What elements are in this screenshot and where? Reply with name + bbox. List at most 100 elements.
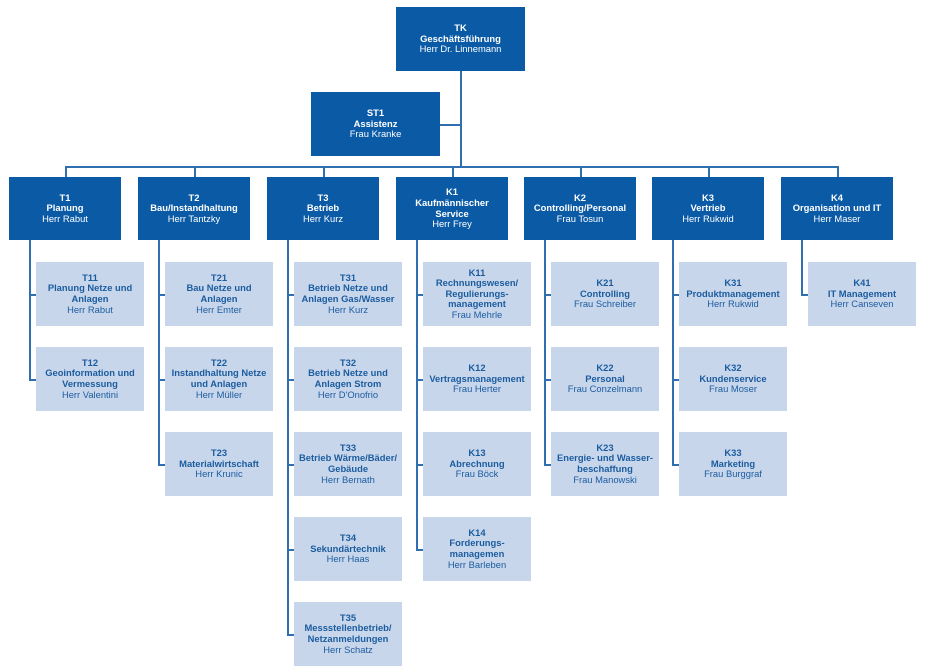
- box-title: Betrieb Wärme/Bäder/ Gebäude: [299, 452, 397, 474]
- box-code: T35: [339, 611, 357, 623]
- box-title: Controlling: [580, 287, 630, 299]
- box-title: Betrieb Netze und Anlagen Gas/Wasser: [301, 282, 395, 304]
- box-person: Herr Frey: [432, 218, 472, 230]
- box-code: T33: [339, 441, 357, 453]
- box-code: K14: [468, 526, 486, 538]
- box-person: Frau Schreiber: [573, 298, 636, 310]
- connector-unit-branch: [287, 464, 294, 466]
- connector-unit-branch: [416, 379, 423, 381]
- connector-unit-branch: [287, 549, 294, 551]
- box-code: K41: [853, 277, 871, 289]
- connector-dept-drop: [580, 166, 582, 177]
- box-code: T21: [210, 271, 228, 283]
- connector-unit-branch: [416, 464, 423, 466]
- box-person: Frau Mehrle: [451, 308, 503, 320]
- connector-unit-spine: [544, 240, 546, 465]
- box-title: Rechnungswesen/ Regulierungs- management: [435, 277, 519, 310]
- box-code: T22: [210, 356, 228, 368]
- box-code: K11: [468, 266, 486, 278]
- box-code: K22: [596, 362, 614, 374]
- connector-unit-spine: [672, 240, 674, 465]
- box-person: Frau Tosun: [556, 212, 604, 224]
- box-title: Forderungs- managemen: [449, 537, 505, 559]
- box-person: Herr Canseven: [830, 298, 894, 310]
- connector-dept-drop: [323, 166, 325, 177]
- box-title: Organisation und IT: [792, 202, 882, 214]
- box-person: Herr Emter: [196, 303, 242, 315]
- box-title: Sekundärtechnik: [310, 542, 386, 554]
- box-title: Energie- und Wasser- beschaffung: [556, 452, 654, 474]
- box-title: Produktmanagement: [686, 287, 780, 299]
- connector-trunk: [460, 71, 462, 167]
- connector-unit-spine: [29, 240, 31, 380]
- box-person: Frau Burggraf: [704, 468, 762, 480]
- connector-dept-drop: [452, 166, 454, 177]
- connector-unit-branch: [287, 294, 294, 296]
- connector-unit-branch: [158, 294, 165, 296]
- box-title: Planung Netze und Anlagen: [47, 282, 133, 304]
- box-code: K4: [831, 191, 843, 203]
- box-code: ST1: [366, 107, 385, 119]
- box-title: Planung: [46, 202, 84, 214]
- box-code: K13: [468, 447, 486, 459]
- box-code: K12: [468, 362, 486, 374]
- box-person: Herr Kurz: [327, 303, 369, 315]
- connector-dept-drop: [708, 166, 710, 177]
- connector-unit-branch: [416, 549, 423, 551]
- box-title: Bau Netze und Anlagen: [186, 282, 252, 304]
- box-title: Geoinformation und Vermessung: [45, 367, 135, 389]
- box-person: Herr Valentini: [61, 388, 119, 400]
- connector-unit-branch: [672, 294, 679, 296]
- box-title: IT Management: [827, 287, 897, 299]
- box-title: Abrechnung: [449, 457, 505, 469]
- box-title: Personal: [585, 372, 625, 384]
- connector-unit-branch: [158, 464, 165, 466]
- box-person: Herr Dr. Linnemann: [419, 43, 502, 55]
- connector-unit-branch: [287, 634, 294, 636]
- box-title: Instandhaltung Netze und Anlagen: [171, 367, 267, 389]
- connector-unit-branch: [416, 294, 423, 296]
- box-code: K21: [596, 277, 614, 289]
- box-code: K32: [724, 362, 742, 374]
- box-title: Marketing: [710, 457, 756, 469]
- box-code: K2: [574, 191, 586, 203]
- box-person: Herr Barleben: [447, 558, 507, 570]
- connector-dept-drop: [837, 166, 839, 177]
- box-title: Betrieb: [306, 202, 340, 214]
- box-person: Herr Rukwid: [682, 212, 734, 224]
- box-code: K1: [446, 186, 458, 198]
- box-title: Geschäftsführung: [420, 32, 501, 44]
- box-person: Herr Haas: [326, 553, 370, 565]
- connector-unit-branch: [801, 294, 808, 296]
- connector-unit-spine: [287, 240, 289, 635]
- box-code: K33: [724, 447, 742, 459]
- box-title: Materialwirtschaft: [179, 457, 259, 469]
- connector-unit-spine: [416, 240, 418, 550]
- box-title: Messstellenbetrieb/ Netzanmeldungen: [304, 622, 392, 644]
- connector-unit-branch: [29, 379, 36, 381]
- box-code: T12: [81, 356, 99, 368]
- box-title: Vertragsmanagement: [429, 372, 525, 384]
- connector-unit-branch: [544, 464, 551, 466]
- box-code: TK: [454, 22, 467, 34]
- box-person: Herr Rabut: [42, 212, 88, 224]
- box-title: Assistenz: [353, 117, 398, 129]
